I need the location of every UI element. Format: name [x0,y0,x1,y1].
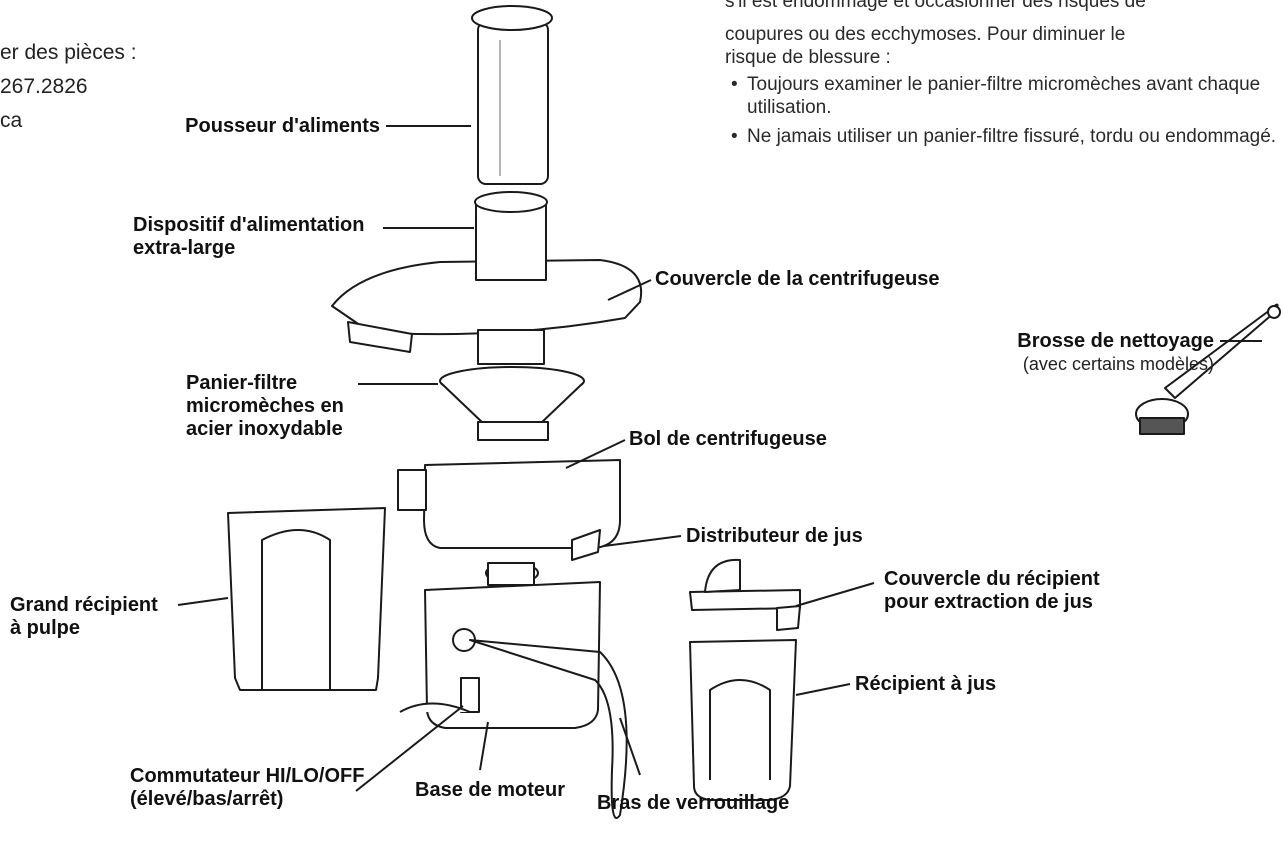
warning-line: coupures ou des ecchymoses. Pour diminue… [725,24,1126,45]
pulp-container-part [227,507,386,691]
warning-line: risque de blessure : [725,47,891,68]
leader-line [479,721,489,771]
label-food-pusher: Pousseur d'aliments [185,115,380,137]
label-juicer-bowl: Bol de centrifugeuse [629,428,827,450]
label-filter-basket: Panier-filtre micromèches en acier inoxy… [186,372,344,440]
leader-line [565,439,626,469]
motor-base-part [399,562,628,819]
warning-bullets: Toujours examiner le panier-filtre micro… [725,73,1284,148]
label-pulp-container: Grand récipient à pulpe [10,594,158,639]
leader-line [619,717,641,776]
cleaning-brush-note: (avec certains modèles) [1022,354,1214,374]
leader-line [603,535,682,547]
safety-warning: s'il est endommagé et occasionner des ri… [725,0,1284,154]
label-motor-base: Base de moteur [415,779,566,801]
cleaning-brush-part [1135,303,1281,435]
food-pusher-part [471,5,553,185]
leader-line [795,582,875,607]
juicer-bowl-part [397,459,621,561]
leader-line [355,705,464,792]
label-juice-spout: Distributeur de jus [686,525,863,547]
label-juice-cup-cover: Couvercle du récipient pour extraction d… [884,568,1100,613]
contact-phone: 267.2826 [0,75,88,98]
contact-line: er des pièces : [0,41,137,64]
label-cleaning-brush: Brosse de nettoyage (avec certains modèl… [1017,330,1214,374]
label-juicer-cover: Couvercle de la centrifugeuse [655,268,940,290]
leader-line [607,279,652,301]
leader-line [177,597,229,606]
warning-bullet: Toujours examiner le panier-filtre micro… [725,73,1284,119]
juicer-cover-part [331,191,643,365]
label-juice-cup: Récipient à jus [855,673,997,695]
label-feed-chute: Dispositif d'alimentation extra-large [133,214,365,259]
warning-top-line: s'il est endommagé et occasionner des ri… [725,0,1146,12]
juice-cup-cover-part [689,558,801,631]
label-switch: Commutateur HI/LO/OFF (élevé/bas/arrêt) [130,765,365,810]
contact-web: ca [0,109,23,132]
warning-bullet: Ne jamais utiliser un panier-filtre fiss… [725,125,1284,148]
leader-line [795,683,851,696]
juice-cup-part [689,639,797,801]
filter-basket-part [439,366,585,441]
label-locking-arm: Bras de verrouillage [597,792,790,814]
parts-contact-info: er des pièces : 267.2826 ca [0,36,137,138]
